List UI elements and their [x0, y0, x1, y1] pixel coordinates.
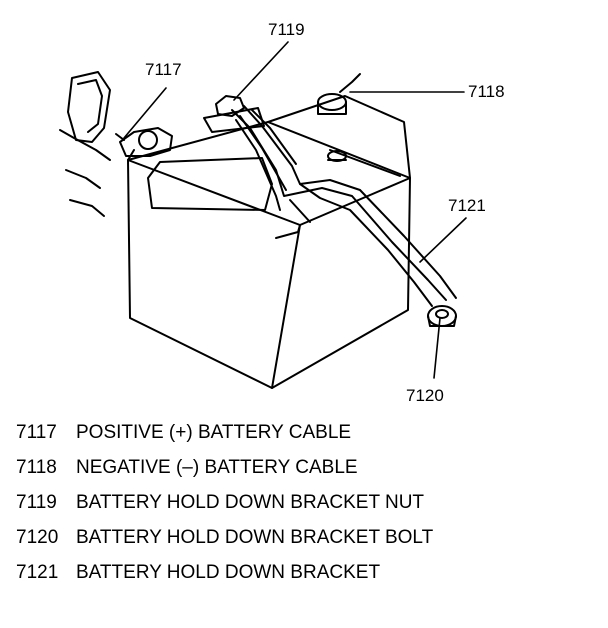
leader-lines — [123, 41, 467, 379]
vehicle-body-part — [59, 71, 111, 217]
legend-text: BATTERY HOLD DOWN BRACKET BOLT — [76, 527, 434, 548]
legend-code: 7118 — [16, 457, 57, 478]
callout-7119: 7119 — [268, 20, 305, 39]
callout-7118: 7118 — [468, 82, 505, 101]
callout-7121: 7121 — [448, 196, 486, 215]
legend-text: NEGATIVE (–) BATTERY CABLE — [76, 457, 358, 478]
legend-item: 7121 BATTERY HOLD DOWN BRACKET — [16, 560, 433, 595]
legend-code: 7120 — [16, 527, 59, 548]
hold-down-bracket — [231, 105, 457, 307]
legend-text: BATTERY HOLD DOWN BRACKET — [76, 562, 381, 583]
battery-case — [127, 95, 411, 389]
callout-7117: 7117 — [145, 60, 182, 79]
legend-text: BATTERY HOLD DOWN BRACKET NUT — [76, 492, 425, 513]
legend-item: 7117 POSITIVE (+) BATTERY CABLE — [16, 420, 433, 455]
positive-terminal — [115, 127, 173, 157]
callout-7120: 7120 — [406, 386, 444, 405]
hold-down-bolt — [427, 305, 457, 327]
legend-item: 7119 BATTERY HOLD DOWN BRACKET NUT — [16, 490, 433, 525]
legend-item: 7120 BATTERY HOLD DOWN BRACKET BOLT — [16, 525, 433, 560]
parts-legend: 7117 POSITIVE (+) BATTERY CABLE 7118 NEGAT… — [16, 420, 433, 595]
legend-code: 7117 — [16, 422, 57, 443]
hold-down-nut — [203, 95, 265, 133]
negative-terminal — [317, 73, 361, 115]
legend-code: 7121 — [16, 562, 59, 583]
legend-item: 7118 NEGATIVE (–) BATTERY CABLE — [16, 455, 433, 490]
legend-text: POSITIVE (+) BATTERY CABLE — [76, 422, 352, 443]
battery-diagram — [59, 41, 467, 389]
legend-code: 7119 — [16, 492, 57, 513]
